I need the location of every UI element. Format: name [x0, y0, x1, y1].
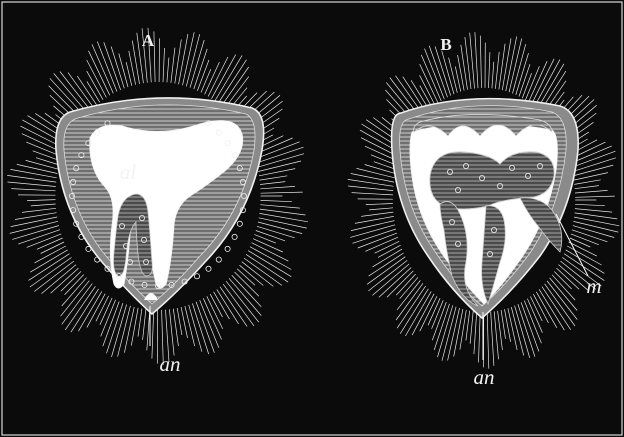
- panel-a-title: A: [142, 31, 155, 50]
- panel-b-title: B: [440, 35, 451, 54]
- panel-a-label-an: an: [160, 352, 181, 376]
- panel-b-label-an: an: [474, 365, 495, 389]
- panel-b-label-m: m: [586, 274, 601, 298]
- panel-a-label-al: al: [120, 160, 137, 184]
